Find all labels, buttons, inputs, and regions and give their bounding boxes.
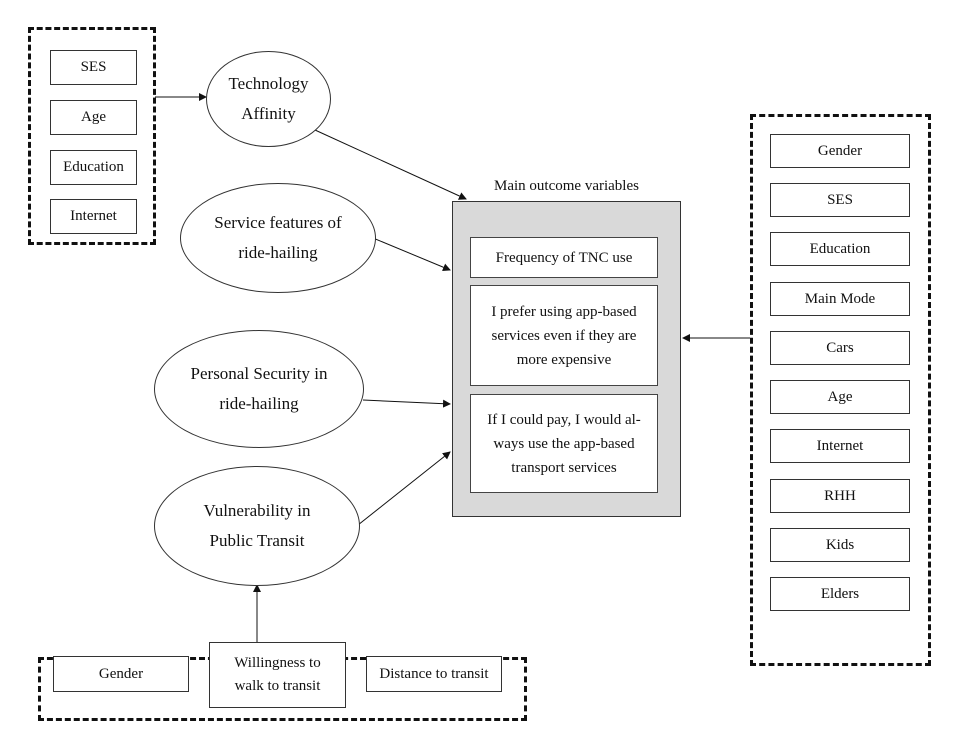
personal-security-label: Personal Security in ride-hailing bbox=[190, 364, 328, 413]
right-variable-group bbox=[750, 114, 931, 666]
right-box-ses: SES bbox=[770, 183, 910, 217]
right-box-age: Age bbox=[770, 380, 910, 414]
right-box-internet: Internet bbox=[770, 429, 910, 463]
bottom-box-willingness: Willingness to walk to transit bbox=[209, 642, 346, 708]
right-box-kids: Kids bbox=[770, 528, 910, 562]
arrow-technology-to-outcome bbox=[314, 129, 467, 200]
outcome-item-prefer-app: I prefer using app-based services even i… bbox=[470, 285, 658, 386]
ellipse-personal-security: Personal Security in ride-hailing bbox=[154, 330, 364, 448]
top-left-box-age: Age bbox=[50, 100, 137, 135]
ellipse-vulnerability-transit: Vulnerability in Public Transit bbox=[154, 466, 360, 586]
top-left-box-education: Education bbox=[50, 150, 137, 185]
ellipse-service-features: Service features of ride-hailing bbox=[180, 183, 376, 293]
ellipse-technology-affinity: Technology Affinity bbox=[206, 51, 331, 147]
right-box-main-mode: Main Mode bbox=[770, 282, 910, 316]
outcome-title: Main outcome variables bbox=[494, 178, 639, 194]
top-left-box-ses: SES bbox=[50, 50, 137, 85]
arrow-service-to-outcome bbox=[372, 237, 451, 272]
right-box-cars: Cars bbox=[770, 331, 910, 365]
right-box-education: Education bbox=[770, 232, 910, 266]
outcome-panel: Frequency of TNC use I prefer using app-… bbox=[452, 201, 681, 517]
technology-affinity-label: Technology Affinity bbox=[228, 74, 309, 123]
top-left-variable-group bbox=[28, 27, 156, 245]
bottom-box-gender: Gender bbox=[53, 656, 189, 692]
right-box-rhh: RHH bbox=[770, 479, 910, 513]
outcome-item-would-always-use: If I could pay, I would al-ways use the … bbox=[470, 394, 658, 493]
right-box-gender: Gender bbox=[770, 134, 910, 168]
vulnerability-transit-label: Vulnerability in Public Transit bbox=[203, 501, 311, 550]
outcome-item-frequency: Frequency of TNC use bbox=[470, 237, 658, 278]
arrow-security-to-outcome bbox=[362, 399, 451, 408]
service-features-label: Service features of ride-hailing bbox=[214, 213, 342, 262]
bottom-box-distance: Distance to transit bbox=[366, 656, 502, 692]
right-box-elders: Elders bbox=[770, 577, 910, 611]
top-left-box-internet: Internet bbox=[50, 199, 137, 234]
arrow-vulnerability-to-outcome bbox=[357, 451, 451, 526]
